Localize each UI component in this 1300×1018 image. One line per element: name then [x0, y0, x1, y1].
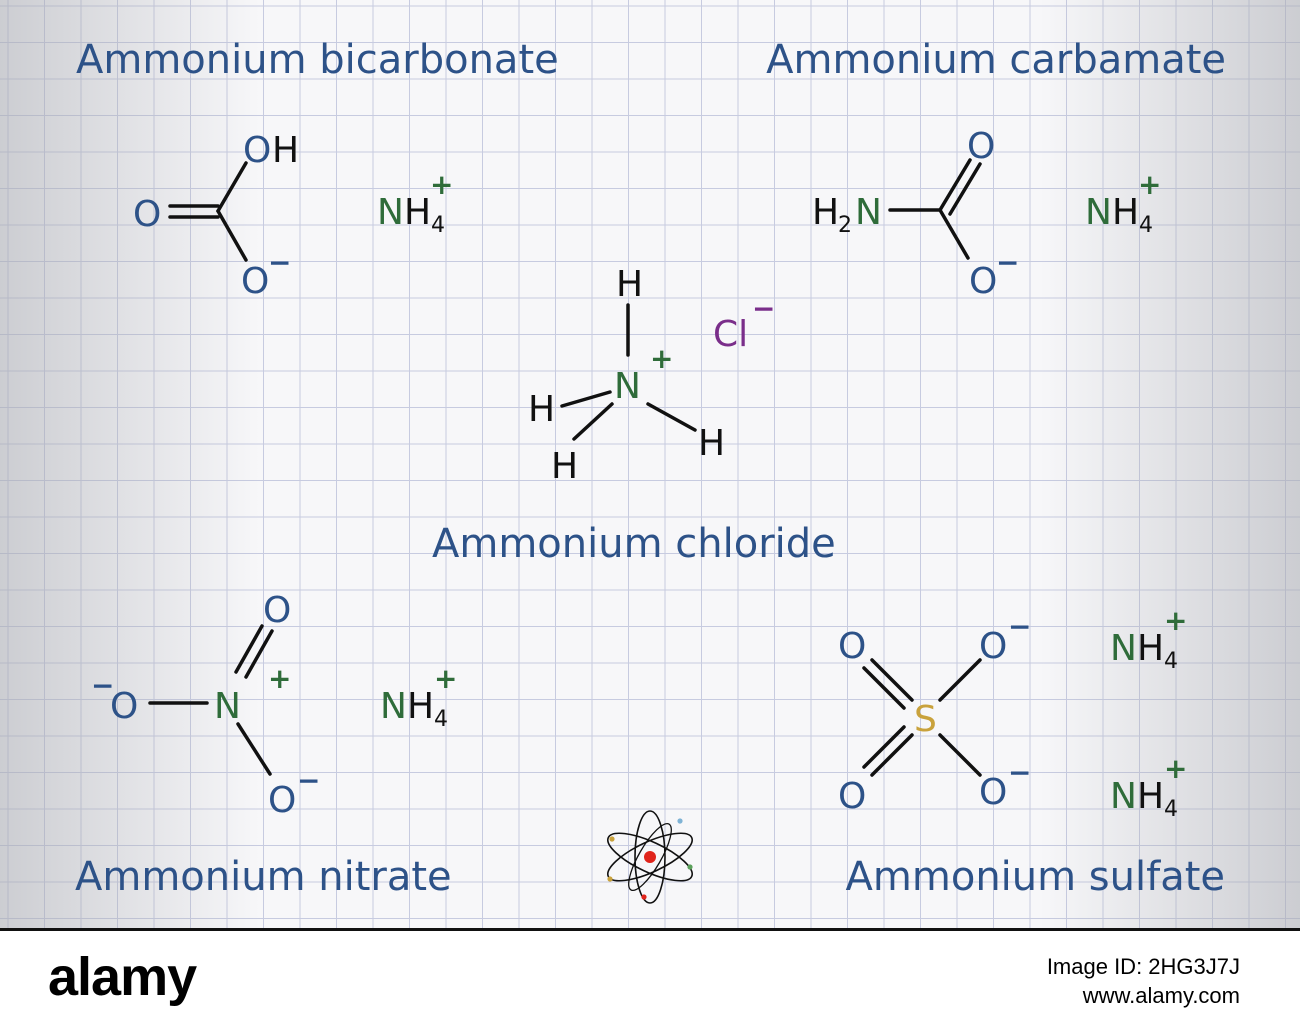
alamy-logo: alamy — [48, 947, 197, 1007]
structures-canvas: O O H O − N H 4 + H 2 N O O − N H 4 + — [0, 0, 1300, 928]
sulfate-ammonium-1-plus: + — [1164, 604, 1187, 637]
nitrate-o-minus: O — [268, 780, 296, 821]
bicarbonate-o-of-oh: O — [243, 130, 271, 171]
sulfate-ammonium-2-h: H — [1137, 776, 1164, 817]
chloride-h-bottom: H — [551, 446, 578, 487]
chloride-n: N — [614, 366, 641, 407]
bicarbonate-o-double: O — [133, 194, 161, 235]
bond-s-o-tl-b — [862, 666, 906, 710]
bond-s-o-tl-a — [870, 658, 914, 702]
nitrate-left-o-minus: − — [91, 669, 114, 702]
nitrate-n-plus: + — [268, 662, 291, 695]
bond-oh — [216, 161, 248, 213]
sulfate-ammonium-1-h: H — [1137, 628, 1164, 669]
bond-n-o-a — [234, 624, 264, 674]
bicarbonate-o-minus: O — [241, 261, 269, 302]
bond-c-o-b — [948, 162, 982, 216]
atom-nucleus — [644, 851, 656, 863]
carbamate-h: H — [812, 192, 839, 233]
chloride-cl-minus: − — [752, 292, 775, 325]
carbamate-ammonium-n: N — [1085, 192, 1112, 233]
carbamate-o-double: O — [967, 126, 995, 167]
carbamate-h-subscript: 2 — [838, 213, 852, 238]
sulfate-s: S — [914, 699, 937, 740]
right-shadow — [1040, 0, 1300, 928]
nitrate-structure — [148, 624, 274, 776]
nitrate-o-minus-charge: − — [297, 764, 320, 797]
sulfate-o-bottom-right: O — [979, 772, 1007, 813]
carbamate-ammonium-plus: + — [1138, 168, 1161, 201]
sulfate-ammonium-2-subscript: 4 — [1164, 797, 1178, 822]
footer-divider — [0, 928, 1300, 931]
title-ammonium-nitrate: Ammonium nitrate — [75, 854, 452, 900]
nitrate-ammonium-subscript: 4 — [434, 707, 448, 732]
chloride-structure — [560, 303, 697, 441]
bond-s-o-bl-a — [870, 733, 914, 777]
carbamate-ammonium-subscript: 4 — [1139, 213, 1153, 238]
sulfate-o-bottom-left: O — [838, 776, 866, 817]
nitrate-ammonium-h: H — [407, 686, 434, 727]
bond-o-minus — [216, 209, 248, 262]
carbamate-minus-charge: − — [996, 246, 1019, 279]
bicarbonate-ammonium-h: H — [404, 192, 431, 233]
bicarbonate-structure — [168, 161, 248, 262]
chloride-h-top: H — [616, 264, 643, 305]
footer-info: Image ID: 2HG3J7J www.alamy.com — [1047, 953, 1240, 1010]
bond-c-o-minus — [938, 208, 970, 260]
sulfate-o-top-left: O — [838, 626, 866, 667]
left-shadow — [0, 0, 260, 928]
bicarbonate-ammonium-n: N — [377, 192, 404, 233]
nitrate-left-o: O — [110, 686, 138, 727]
nitrate-o-double: O — [263, 590, 291, 631]
carbamate-n: N — [855, 192, 882, 233]
bicarbonate-h-of-oh: H — [272, 130, 299, 171]
sulfate-o-top-right-minus: − — [1008, 610, 1031, 643]
title-ammonium-carbamate: Ammonium carbamate — [766, 37, 1226, 83]
chloride-cl: Cl — [713, 314, 748, 355]
sulfate-o-top-right: O — [979, 626, 1007, 667]
sulfate-ammonium-2-plus: + — [1164, 752, 1187, 785]
sulfate-o-bottom-right-minus: − — [1008, 756, 1031, 789]
bond-n-h-right — [646, 402, 697, 432]
bond-n-h-bottom — [572, 402, 614, 441]
nitrate-ammonium-plus: + — [434, 662, 457, 695]
bond-c-o-a — [938, 158, 972, 212]
image-id-text: Image ID: 2HG3J7J — [1046, 954, 1240, 979]
sulfate-ammonium-1-subscript: 4 — [1164, 649, 1178, 674]
chloride-n-plus: + — [650, 342, 673, 375]
bond-n-h-left — [560, 390, 612, 408]
bicarbonate-ammonium-subscript: 4 — [431, 213, 445, 238]
sulfate-ammonium-1-n: N — [1110, 628, 1137, 669]
watermark-footer: alamy Image ID: 2HG3J7J www.alamy.com — [0, 928, 1300, 1018]
bond-n-o-minus — [236, 722, 272, 776]
bicarbonate-minus-charge: − — [268, 246, 291, 279]
sulfate-structure — [862, 658, 982, 777]
bond-n-o-b — [244, 629, 274, 679]
nitrate-ammonium-n: N — [380, 686, 407, 727]
title-ammonium-chloride: Ammonium chloride — [432, 521, 836, 567]
sulfate-ammonium-2-n: N — [1110, 776, 1137, 817]
carbamate-o-minus: O — [969, 261, 997, 302]
bond-s-o-tr — [938, 658, 982, 702]
title-ammonium-sulfate: Ammonium sulfate — [845, 854, 1225, 900]
chloride-h-left: H — [528, 389, 555, 430]
chloride-h-right: H — [698, 423, 725, 464]
carbamate-ammonium-h: H — [1112, 192, 1139, 233]
bond-s-o-bl-b — [862, 725, 906, 769]
title-ammonium-bicarbonate: Ammonium bicarbonate — [76, 37, 559, 83]
bond-s-o-br — [938, 733, 982, 777]
atom-icon — [607, 810, 693, 904]
bicarbonate-ammonium-plus: + — [430, 168, 453, 201]
carbamate-structure — [888, 158, 982, 260]
nitrate-n: N — [214, 686, 241, 727]
site-url-text: www.alamy.com — [1082, 982, 1240, 1008]
